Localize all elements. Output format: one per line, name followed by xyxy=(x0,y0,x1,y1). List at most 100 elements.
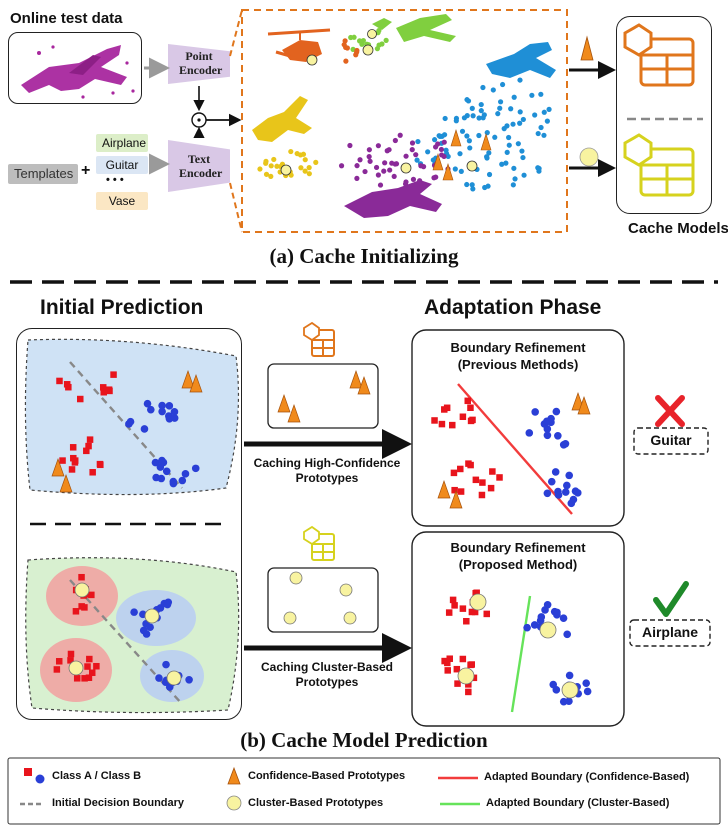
embedding-point xyxy=(383,37,389,43)
class-a-point xyxy=(55,658,63,665)
class-b-point xyxy=(543,425,552,433)
class-a-point xyxy=(489,468,496,475)
embedding-point xyxy=(381,168,387,174)
confidence-prototype-icon xyxy=(437,479,451,499)
embedding-point xyxy=(486,171,493,178)
class-a-point xyxy=(59,457,66,464)
embedding-point xyxy=(478,101,484,108)
class-b-point xyxy=(151,458,160,467)
embedding-point xyxy=(499,81,506,88)
class-b-point xyxy=(567,499,576,508)
class-b-point xyxy=(158,456,166,465)
embedding-point xyxy=(466,138,472,144)
embedding-point xyxy=(409,147,415,153)
embedding-point xyxy=(436,133,442,139)
embedding-point xyxy=(306,165,312,171)
class-a-point xyxy=(110,371,117,378)
legend-initial-boundary-label: Initial Decision Boundary xyxy=(52,797,185,809)
class-b-point xyxy=(559,440,568,449)
class-b-point xyxy=(147,405,155,414)
embedding-point xyxy=(354,175,360,181)
embedding-point xyxy=(263,171,270,177)
class-a-point xyxy=(78,573,85,581)
legend-class-b-icon xyxy=(35,774,45,784)
embedding-point xyxy=(389,160,395,166)
embedding-point xyxy=(348,34,354,41)
embedding-point xyxy=(397,132,403,138)
class-a-point xyxy=(469,416,476,424)
embedding-point xyxy=(362,168,368,175)
cache-icon-yellow-small xyxy=(303,525,335,561)
embedding-point xyxy=(376,42,382,48)
cluster-cache-box xyxy=(267,567,379,633)
class-a-point xyxy=(451,486,458,494)
initial-boundary-bottom xyxy=(69,579,183,705)
class-b-point xyxy=(162,467,171,476)
embedding-point xyxy=(392,137,398,144)
class-b-point xyxy=(543,431,552,440)
embedding-point xyxy=(546,106,552,112)
result-box-guitar xyxy=(633,427,709,455)
embedding-point xyxy=(268,173,274,179)
embedding-point xyxy=(541,109,547,115)
cluster-prototype-icon xyxy=(343,611,357,625)
class-b-point xyxy=(165,683,174,691)
class-a-point xyxy=(71,459,79,466)
class-ellipsis: • • • xyxy=(106,174,124,186)
class-b-point xyxy=(547,477,556,486)
cache-orange-icon xyxy=(623,23,695,87)
class-b-point xyxy=(549,680,558,689)
point-encoder-block: Point Encoder xyxy=(168,44,230,84)
embedding-point xyxy=(495,111,501,117)
embedding-point xyxy=(425,149,431,155)
class-a-point xyxy=(88,669,96,677)
embedding-point xyxy=(529,92,535,98)
refine-proposed-subtitle: (Proposed Method) xyxy=(458,557,578,572)
section-a-connectors xyxy=(144,9,616,233)
legend-circle-icon xyxy=(226,795,242,811)
class-tag-vase: Vase xyxy=(96,192,148,210)
yellow-plane-pointcloud-icon xyxy=(252,96,312,142)
caption-b: (b) Cache Model Prediction xyxy=(240,728,488,752)
caching-cluster-label: Caching Cluster-Based Prototypes xyxy=(260,660,394,689)
embedding-point xyxy=(457,151,463,157)
embedding-point xyxy=(535,130,541,137)
class-a-point xyxy=(67,650,75,658)
embedding-point xyxy=(481,112,487,118)
embedding-point xyxy=(532,112,538,118)
class-a-point xyxy=(438,420,446,428)
embedding-point xyxy=(274,163,280,169)
class-a-point xyxy=(73,675,81,682)
legend-triangle-icon xyxy=(227,766,241,785)
class-a-point xyxy=(84,663,91,670)
embedding-point xyxy=(508,106,514,112)
embedding-point xyxy=(366,154,372,160)
class-b-point xyxy=(185,676,193,684)
cluster-prototype-icon xyxy=(339,583,353,597)
embedding-point xyxy=(511,94,517,100)
result-box-airplane xyxy=(629,619,711,647)
embedding-point xyxy=(521,172,527,178)
class-a-point xyxy=(459,655,467,663)
embedding-point xyxy=(541,132,547,138)
embedding-point xyxy=(432,137,438,143)
class-a-point xyxy=(459,605,467,612)
class-b-point xyxy=(563,481,571,490)
embedding-point xyxy=(506,134,512,141)
class-a-point xyxy=(450,469,458,477)
class-a-point xyxy=(467,404,474,411)
text-encoder-label: Text Encoder xyxy=(179,152,223,180)
refine-previous-title: Boundary Refinement xyxy=(450,340,586,355)
embedding-point xyxy=(409,140,416,146)
cluster-prototype-icon xyxy=(74,582,90,598)
embedding-point xyxy=(485,183,491,189)
refine-proposed-title: Boundary Refinement xyxy=(450,540,586,555)
class-a-point xyxy=(56,377,63,385)
embedding-point xyxy=(459,128,466,134)
class-a-point xyxy=(479,479,486,486)
class-a-point xyxy=(65,383,72,391)
class-a-point xyxy=(86,436,94,443)
class-a-point xyxy=(78,603,85,610)
embedding-point xyxy=(413,152,419,158)
